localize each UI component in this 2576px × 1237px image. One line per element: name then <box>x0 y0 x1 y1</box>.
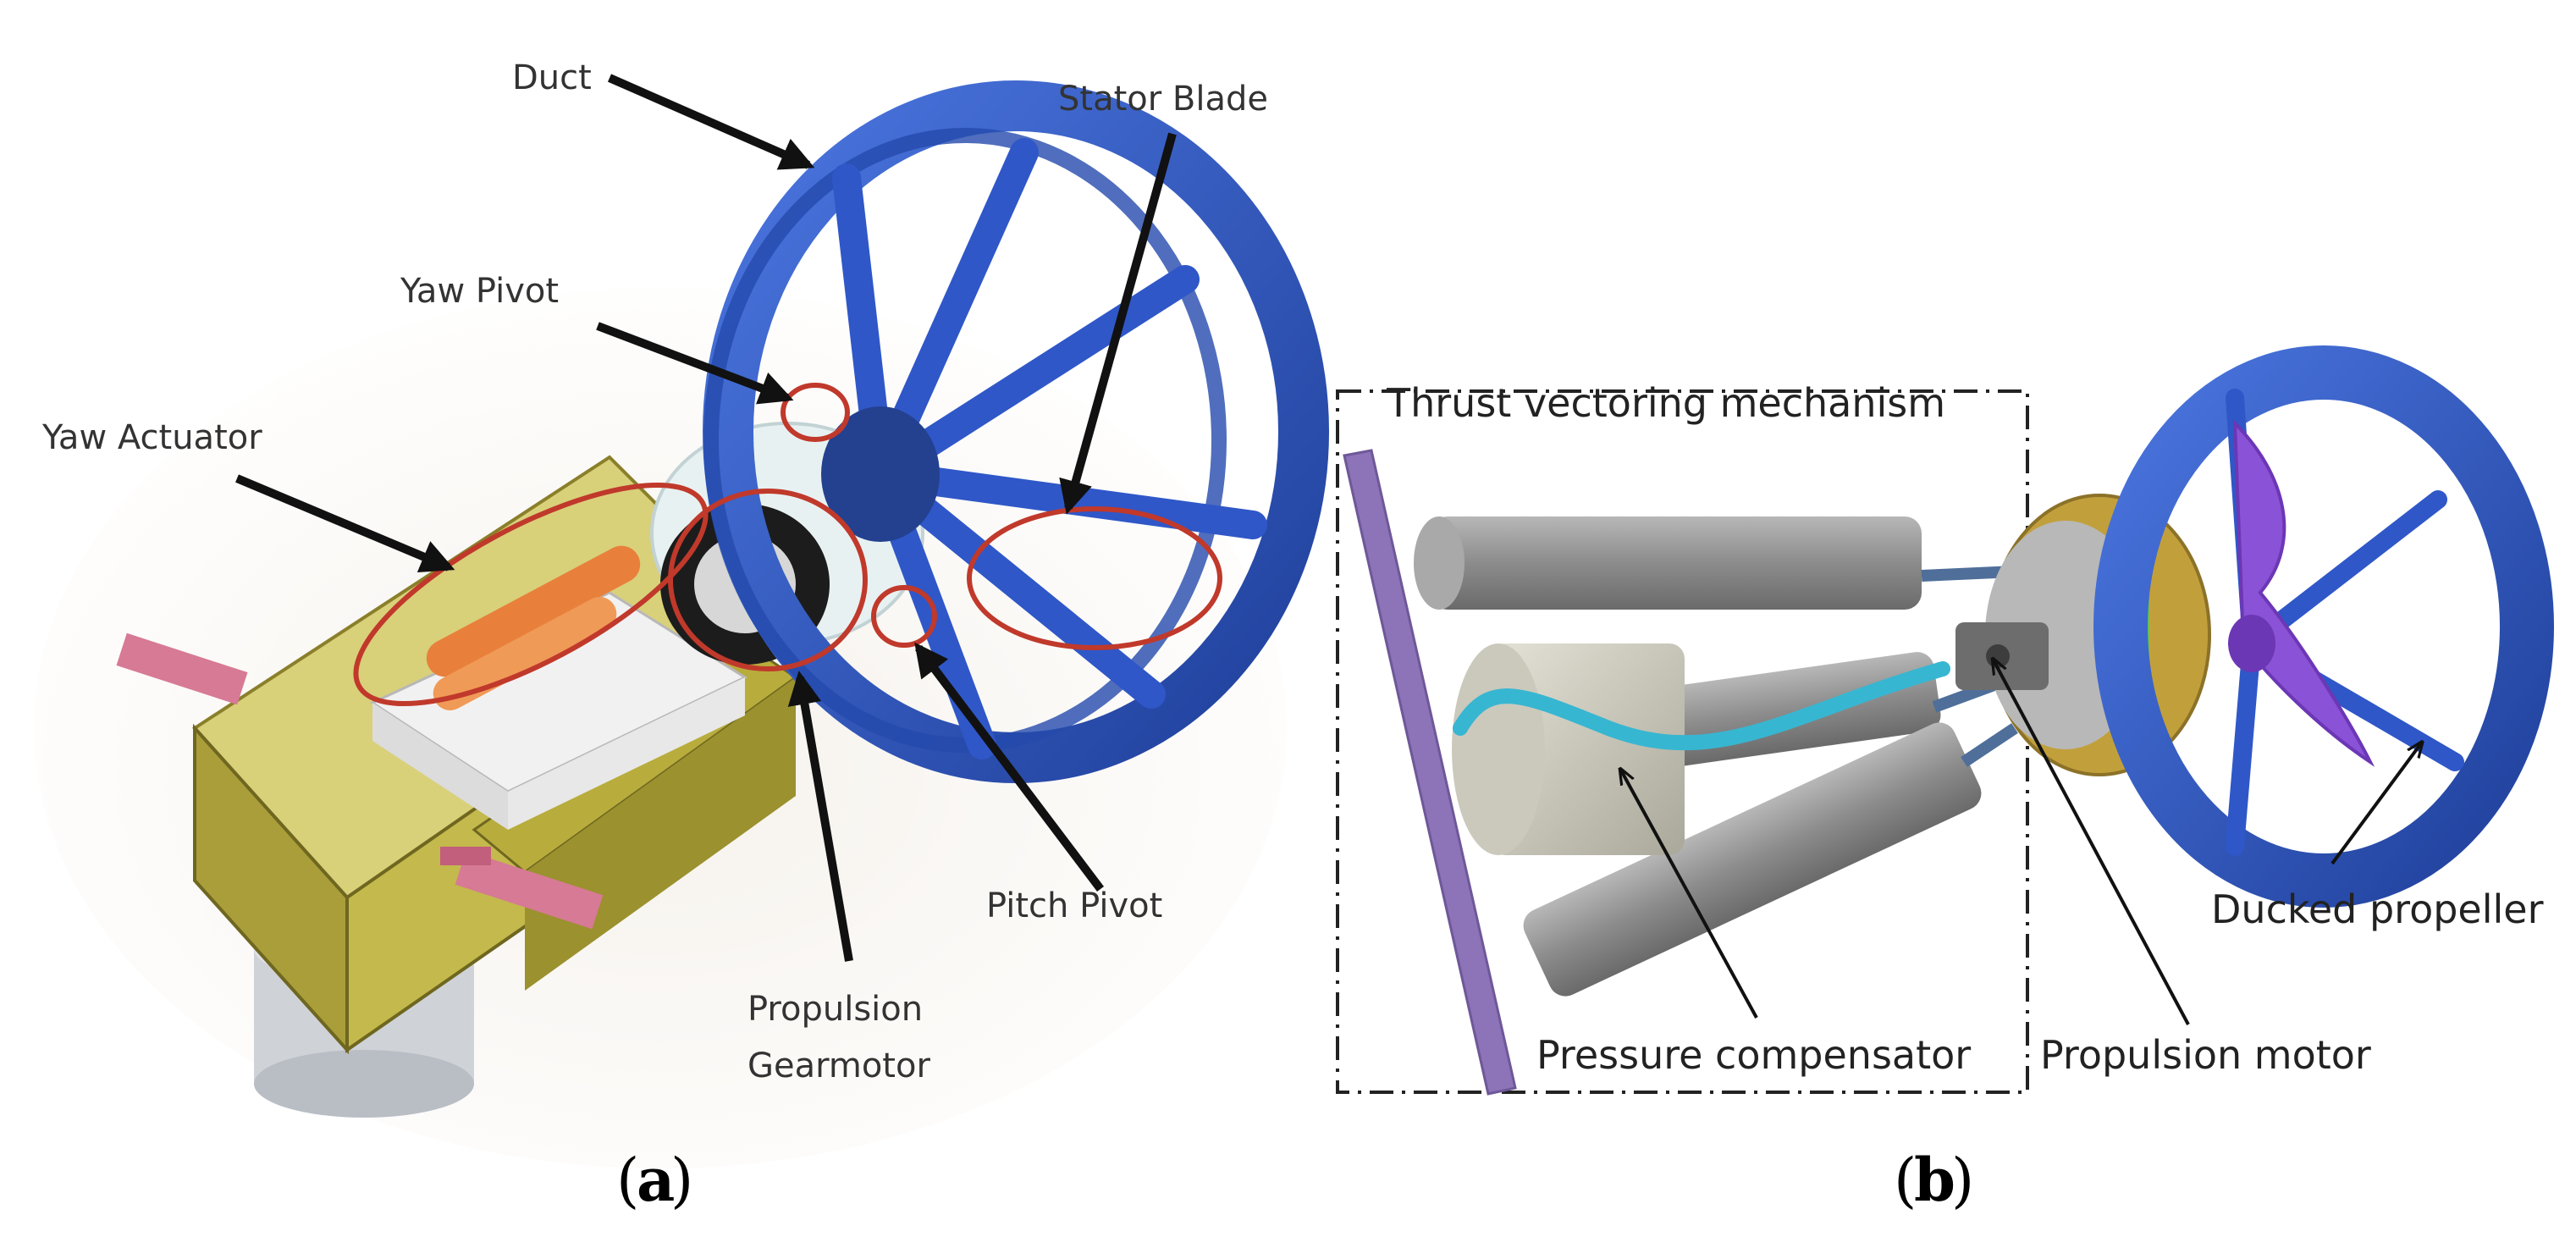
pitch-pivot-arrow <box>914 642 1104 892</box>
svg-text:(: ( <box>616 1146 639 1215</box>
stator-blade-arrow <box>1059 132 1177 515</box>
thrust-vectoring-box <box>1336 389 2029 1094</box>
thrust-vectoring-label: Thrust vectoring mechanism <box>1386 380 1945 426</box>
duct-arrow <box>607 74 815 170</box>
panel-b-caption: ( b ) <box>1894 1145 1974 1215</box>
yaw-pivot-label: Yaw Pivot <box>400 272 559 311</box>
panel-b-arrows <box>1621 660 2421 1025</box>
cable <box>1453 661 1950 751</box>
propulsion-label-line1: Propulsion <box>747 990 923 1029</box>
pressure-compensator-label: Pressure compensator <box>1536 1032 1971 1078</box>
actuator-cylinders <box>1414 516 1982 997</box>
pitch-pivot-highlight <box>871 585 937 648</box>
ducked-propeller-label: Ducked propeller <box>2211 886 2544 932</box>
propulsion-label-line2: Gearmotor <box>747 1046 930 1085</box>
panel-a-arrows <box>235 74 1177 962</box>
panel-b-caption-letter: b <box>1914 1145 1955 1215</box>
panel-a-illustration <box>34 80 1329 1168</box>
gearmotor-highlight <box>668 489 868 671</box>
yaw-actuator-part <box>426 545 641 710</box>
highlight-ellipses <box>353 383 1222 707</box>
yaw-actuator-label: Yaw Actuator <box>41 418 262 457</box>
propulsion-motor-arrow <box>1994 660 2190 1025</box>
propulsion-motor-label: Propulsion motor <box>2040 1032 2371 1078</box>
panel-a-caption-letter: a <box>637 1145 675 1215</box>
yaw-actuator-arrow <box>235 474 455 573</box>
pitch-pivot-label: Pitch Pivot <box>986 886 1162 925</box>
svg-text:): ) <box>670 1146 693 1215</box>
ducked-propeller-arrow <box>2331 743 2421 865</box>
svg-text:): ) <box>1951 1146 1974 1215</box>
mount-ring <box>1955 494 2211 776</box>
duct-label: Duct <box>512 58 592 97</box>
propulsion-arrow <box>787 671 853 962</box>
yaw-actuator-highlight <box>353 482 709 707</box>
pink-rails <box>116 632 604 930</box>
panel-b: Thrust vectoring mechanism Ducked propel… <box>1336 345 2554 1215</box>
panel-a-caption: ( a ) <box>616 1145 693 1215</box>
stator-blade-highlight <box>967 506 1222 650</box>
yaw-pivot-highlight <box>781 383 850 442</box>
mounting-plate <box>1343 449 1517 1096</box>
svg-text:(: ( <box>1894 1146 1917 1215</box>
panel-b-illustration <box>1343 345 2554 1096</box>
pressure-compensator-arrow <box>1621 770 1758 1019</box>
panel-a: Duct Stator Blade Yaw Pivot Yaw Actuator… <box>34 58 1329 1215</box>
yaw-pivot-arrow <box>596 322 794 405</box>
stator-blade-label: Stator Blade <box>1058 80 1268 119</box>
